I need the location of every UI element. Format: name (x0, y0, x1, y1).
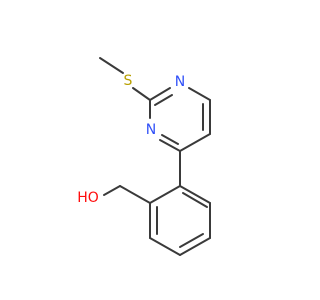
atom-label-layer: S N N HO (77, 73, 185, 206)
bond-c2-n1-double (154, 94, 173, 106)
sulfur-label: S (124, 73, 133, 89)
molecule-structure: S N N HO (77, 57, 211, 256)
nitrogen-label-2: N (146, 122, 156, 138)
bond-c4-n3 (159, 139, 181, 152)
bond-benzene-3 (179, 237, 211, 256)
bond-benzene-1 (179, 185, 211, 204)
bond-sulfur-c2 (132, 87, 151, 101)
bond-ch2-oxygen (103, 185, 121, 196)
bond-benzene-1-double (182, 192, 208, 208)
bond-benzene-4 (149, 237, 181, 256)
hydroxyl-label: HO (77, 190, 99, 206)
nitrogen-label-1: N (175, 74, 185, 90)
bond-c4-n3-double (161, 134, 179, 145)
bond-aryl-ch2 (119, 185, 151, 204)
bond-benzene-3-double (179, 233, 204, 248)
bond-methyl-sulfur (99, 57, 124, 74)
bond-benzene-6 (149, 185, 181, 204)
bond-c5-c4 (179, 133, 211, 152)
bond-c2-n1 (149, 87, 171, 101)
bond-layer (99, 57, 211, 256)
bond-n1-c6 (188, 87, 211, 101)
